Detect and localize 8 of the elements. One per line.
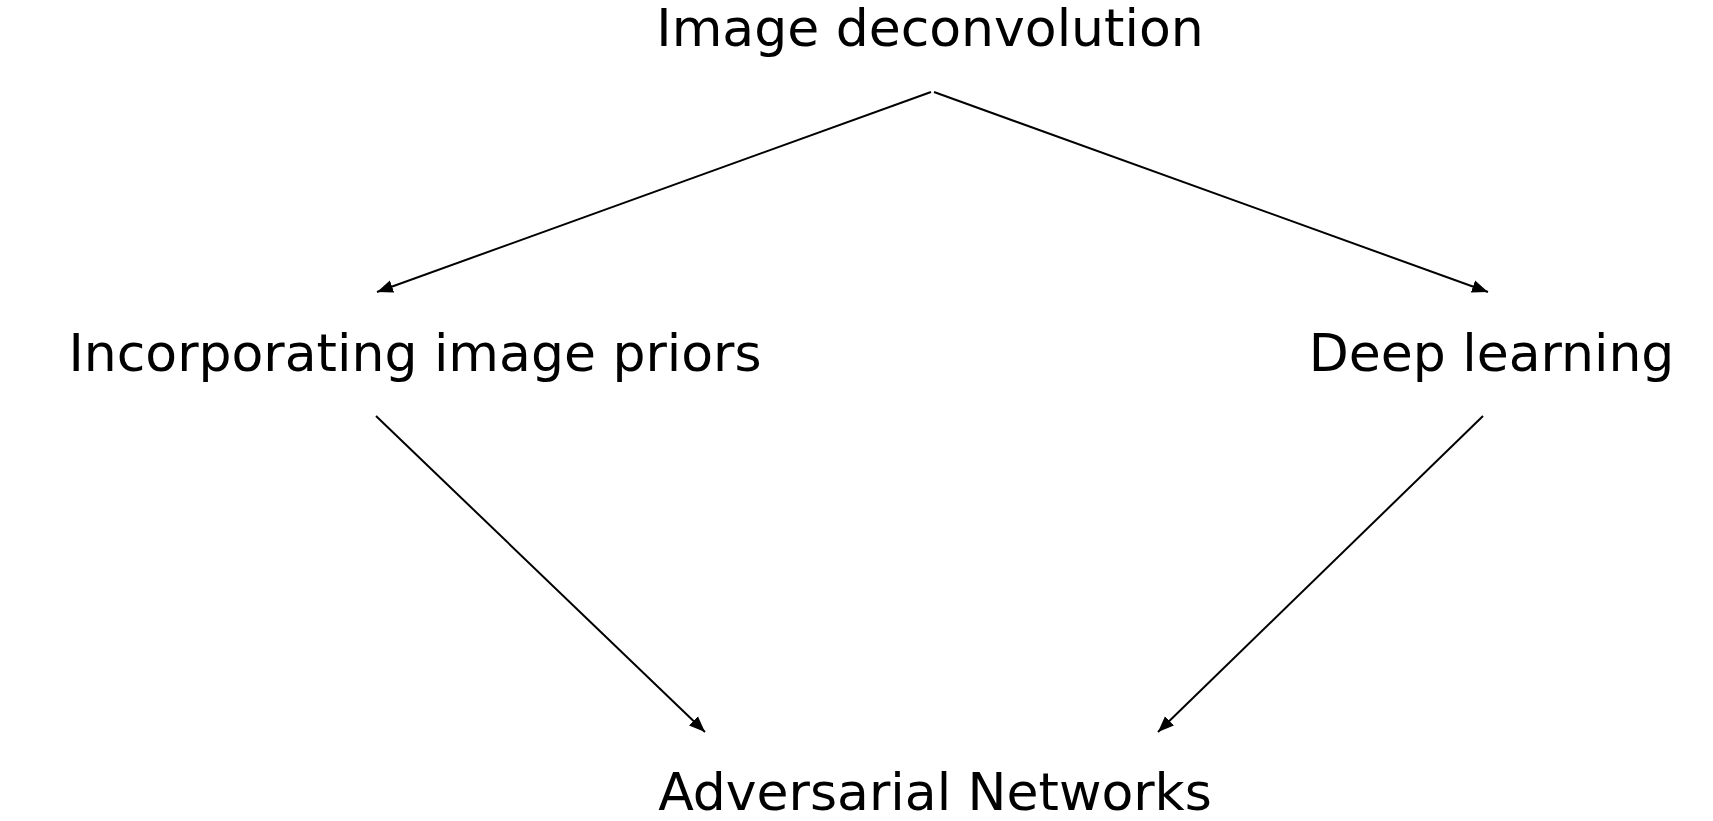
arrow xyxy=(933,91,1489,293)
arrow xyxy=(1157,415,1484,733)
arrow xyxy=(376,91,932,293)
node-label: Image deconvolution xyxy=(656,0,1204,58)
node-label: Incorporating image priors xyxy=(68,325,762,383)
arrow xyxy=(375,415,706,733)
node-label: Adversarial Networks xyxy=(658,763,1212,821)
node-label: Deep learning xyxy=(1308,325,1675,383)
